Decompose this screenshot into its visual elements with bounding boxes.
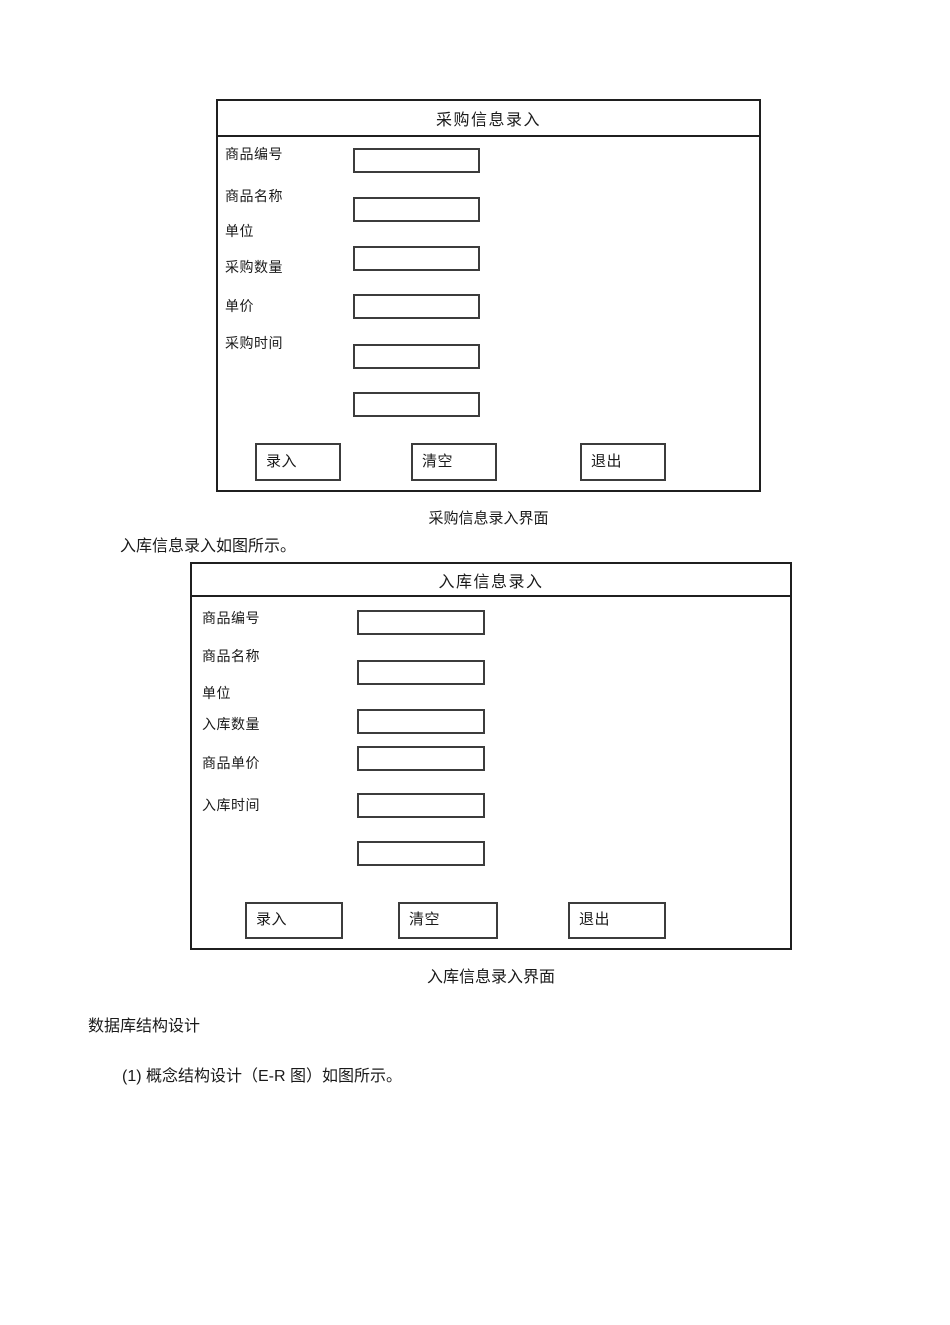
- warehouse-qty-label: 入库数量: [202, 718, 260, 733]
- er-diagram-paragraph: (1) 概念结构设计（E-R 图）如图所示。: [122, 1068, 403, 1085]
- unit-input[interactable]: [353, 246, 480, 271]
- product-name-label: 商品名称: [202, 650, 260, 665]
- enter-button[interactable]: 录入: [255, 443, 341, 481]
- unit-input[interactable]: [357, 709, 485, 734]
- unit-label: 单位: [225, 225, 254, 240]
- warehouse-time-label: 入库时间: [202, 799, 260, 814]
- product-name-input[interactable]: [357, 660, 485, 685]
- purchase-form-title: 采购信息录入: [218, 101, 759, 137]
- warehouse-form-title: 入库信息录入: [192, 564, 790, 597]
- warehouse-form-caption: 入库信息录入界面: [426, 969, 555, 986]
- warehouse-form-window: 入库信息录入 商品编号 商品名称 单位 入库数量 商品单价 入库时间 录入 清空…: [190, 562, 792, 950]
- purchase-time-input[interactable]: [353, 392, 480, 417]
- purchase-qty-input[interactable]: [353, 294, 480, 319]
- product-id-label: 商品编号: [202, 612, 260, 627]
- product-name-input[interactable]: [353, 197, 480, 222]
- product-price-input[interactable]: [357, 793, 485, 818]
- warehouse-time-input[interactable]: [357, 841, 485, 866]
- exit-button[interactable]: 退出: [580, 443, 666, 481]
- warehouse-intro-text: 入库信息录入如图所示。: [120, 538, 297, 555]
- product-id-input[interactable]: [353, 148, 480, 173]
- clear-button[interactable]: 清空: [398, 902, 498, 939]
- unit-price-input[interactable]: [353, 344, 480, 369]
- product-id-input[interactable]: [357, 610, 485, 635]
- warehouse-qty-input[interactable]: [357, 746, 485, 771]
- purchase-form-caption: 采购信息录入界面: [428, 510, 549, 527]
- db-structure-heading: 数据库结构设计: [88, 1018, 201, 1035]
- enter-button[interactable]: 录入: [245, 902, 343, 939]
- unit-label: 单位: [202, 687, 231, 702]
- purchase-form-window: 采购信息录入 商品编号 商品名称 单位 采购数量 单价 采购时间 录入 清空 退…: [216, 99, 761, 492]
- purchase-time-label: 采购时间: [225, 337, 283, 352]
- product-price-label: 商品单价: [202, 757, 260, 772]
- unit-price-label: 单价: [225, 300, 254, 315]
- clear-button[interactable]: 清空: [411, 443, 497, 481]
- product-id-label: 商品编号: [225, 148, 283, 163]
- product-name-label: 商品名称: [225, 190, 283, 205]
- exit-button[interactable]: 退出: [568, 902, 666, 939]
- purchase-qty-label: 采购数量: [225, 261, 283, 276]
